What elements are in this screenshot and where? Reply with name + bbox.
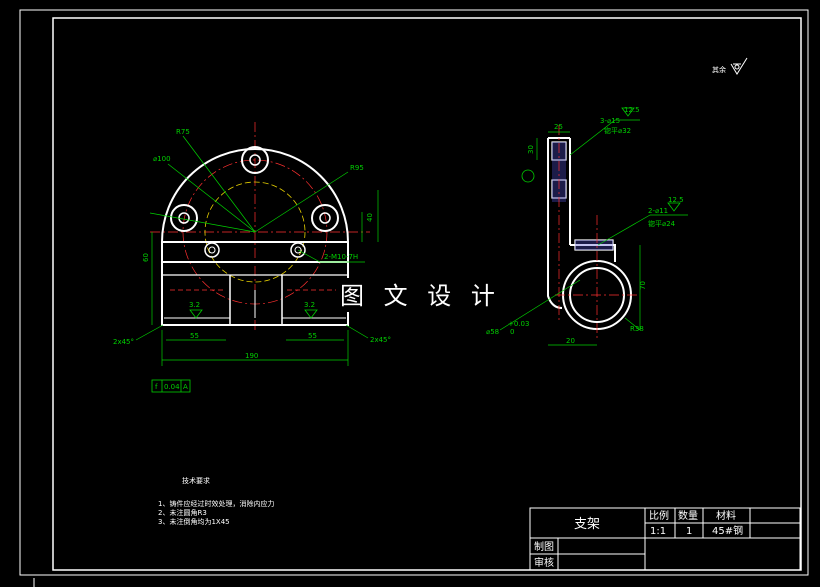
datum-marker-icon	[521, 169, 535, 183]
tech-req-item-1: 1、铸件应经过时效处理，消除内应力	[158, 499, 274, 508]
tech-req-title: 技术要求	[182, 476, 210, 485]
outer-border	[19, 9, 809, 576]
roughness-symbol-icon	[730, 57, 748, 75]
svg-text:f: f	[155, 383, 158, 391]
surface-finish-label: 其余	[712, 65, 726, 74]
part-name: 支架	[574, 517, 600, 532]
dim-counterbore-24: 锪平⌀24	[648, 219, 676, 228]
dim-chamfer-left: 2x45°	[113, 338, 134, 346]
dim-chamfer-right: 2x45°	[370, 336, 391, 344]
threaded-hole-left	[204, 242, 220, 258]
watermark-bg	[336, 278, 496, 312]
value-scale: 1:1	[650, 526, 666, 537]
tech-req-item-2: 2、未注圆角R3	[158, 508, 207, 517]
dim-bottom-20: 20	[566, 337, 575, 345]
outer-arc	[161, 148, 349, 243]
bolt-hole-right	[311, 204, 339, 232]
bore-circle	[204, 181, 306, 283]
dim-side-60: 60	[142, 253, 150, 262]
title-block	[529, 507, 801, 571]
dim-top-width: 25	[554, 123, 563, 131]
bolt-hole-top	[241, 146, 269, 174]
dim-roughness-left: 3.2	[189, 301, 200, 309]
svg-text:A: A	[183, 383, 188, 391]
dim-gap-55b: 55	[308, 332, 317, 340]
dim-tol-upper: +0.03	[508, 320, 529, 328]
side-view: 25 12.5 3-⌀15 锪平⌀32 12.5 2-⌀11 锪平⌀24 ⌀58…	[486, 106, 688, 346]
drawn-by-label: 制图	[534, 540, 554, 553]
roughness-circle-icon	[734, 64, 740, 70]
watermark-text: 图 文 设 计	[340, 282, 501, 310]
header-material: 材料	[716, 509, 736, 522]
dim-r75: R75	[176, 128, 190, 136]
dim-tol-lower: 0	[510, 328, 514, 336]
dim-thread: 2-M10-7H	[324, 253, 358, 261]
value-material: 45#钢	[712, 524, 743, 537]
dim-depth-30: 30	[527, 145, 535, 154]
dim-holes-15: 3-⌀15	[600, 117, 620, 125]
dim-roughness-mid: 12.5	[668, 196, 684, 204]
dim-side-40: 40	[366, 213, 374, 222]
svg-text:0.04: 0.04	[164, 383, 180, 391]
dim-width-190: 190	[245, 352, 258, 360]
dim-bore-58: ⌀58	[486, 328, 499, 336]
front-view: R75 ⌀100 R95 2-M10-7H 2x45° 2x45° 3.2 3.…	[113, 122, 391, 393]
surface-finish-note: 其余	[712, 57, 748, 75]
dim-radius-38: R38	[630, 325, 644, 333]
header-scale: 比例	[649, 509, 669, 522]
header-quantity: 数量	[678, 509, 698, 522]
technical-requirements: 技术要求 1、铸件应经过时效处理，消除内应力 2、未注圆角R3 3、未注倒角均为…	[158, 476, 274, 526]
dim-roughness-right: 3.2	[304, 301, 315, 309]
tech-req-item-3: 3、未注倒角均为1X45	[158, 517, 230, 526]
side-leg-outline	[547, 138, 563, 309]
dim-right-70: 70	[639, 281, 647, 290]
flatness-tolerance-frame: f 0.04 A	[151, 379, 191, 393]
checked-by-label: 审核	[534, 556, 554, 569]
dim-holes-11: 2-⌀11	[648, 207, 668, 215]
dim-phi100: ⌀100	[153, 155, 171, 163]
dim-gap-55: 55	[190, 332, 199, 340]
dim-roughness-top: 12.5	[624, 106, 640, 114]
dim-counterbore-32: 锪平⌀32	[604, 126, 631, 135]
inner-border	[52, 17, 802, 571]
value-quantity: 1	[686, 526, 692, 537]
bolt-hole-left	[170, 204, 198, 232]
dim-r95: R95	[350, 164, 364, 172]
